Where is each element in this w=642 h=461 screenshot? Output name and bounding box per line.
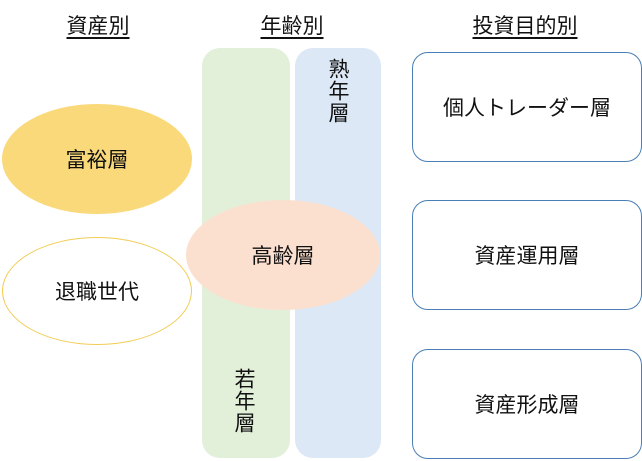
mature-label: 熟年層 bbox=[326, 58, 350, 124]
purpose-box-trader: 個人トレーダー層 bbox=[412, 52, 642, 162]
wealthy-label: 富裕層 bbox=[65, 148, 129, 172]
retired-ellipse: 退職世代 bbox=[2, 237, 192, 345]
header-age: 年齢別 bbox=[260, 14, 324, 38]
purpose-box-management: 資産運用層 bbox=[412, 200, 642, 310]
wealthy-ellipse: 富裕層 bbox=[2, 104, 192, 214]
elderly-ellipse: 高齢層 bbox=[186, 200, 380, 310]
purpose-label: 資産運用層 bbox=[474, 244, 580, 268]
header-purpose: 投資目的別 bbox=[472, 14, 578, 38]
young-label: 若年層 bbox=[232, 368, 256, 434]
purpose-label: 個人トレーダー層 bbox=[443, 96, 611, 120]
retired-label: 退職世代 bbox=[55, 280, 139, 304]
header-assets: 資産別 bbox=[66, 14, 130, 38]
purpose-label: 資産形成層 bbox=[474, 393, 580, 417]
purpose-box-formation: 資産形成層 bbox=[412, 349, 642, 459]
elderly-label: 高齢層 bbox=[251, 244, 315, 268]
